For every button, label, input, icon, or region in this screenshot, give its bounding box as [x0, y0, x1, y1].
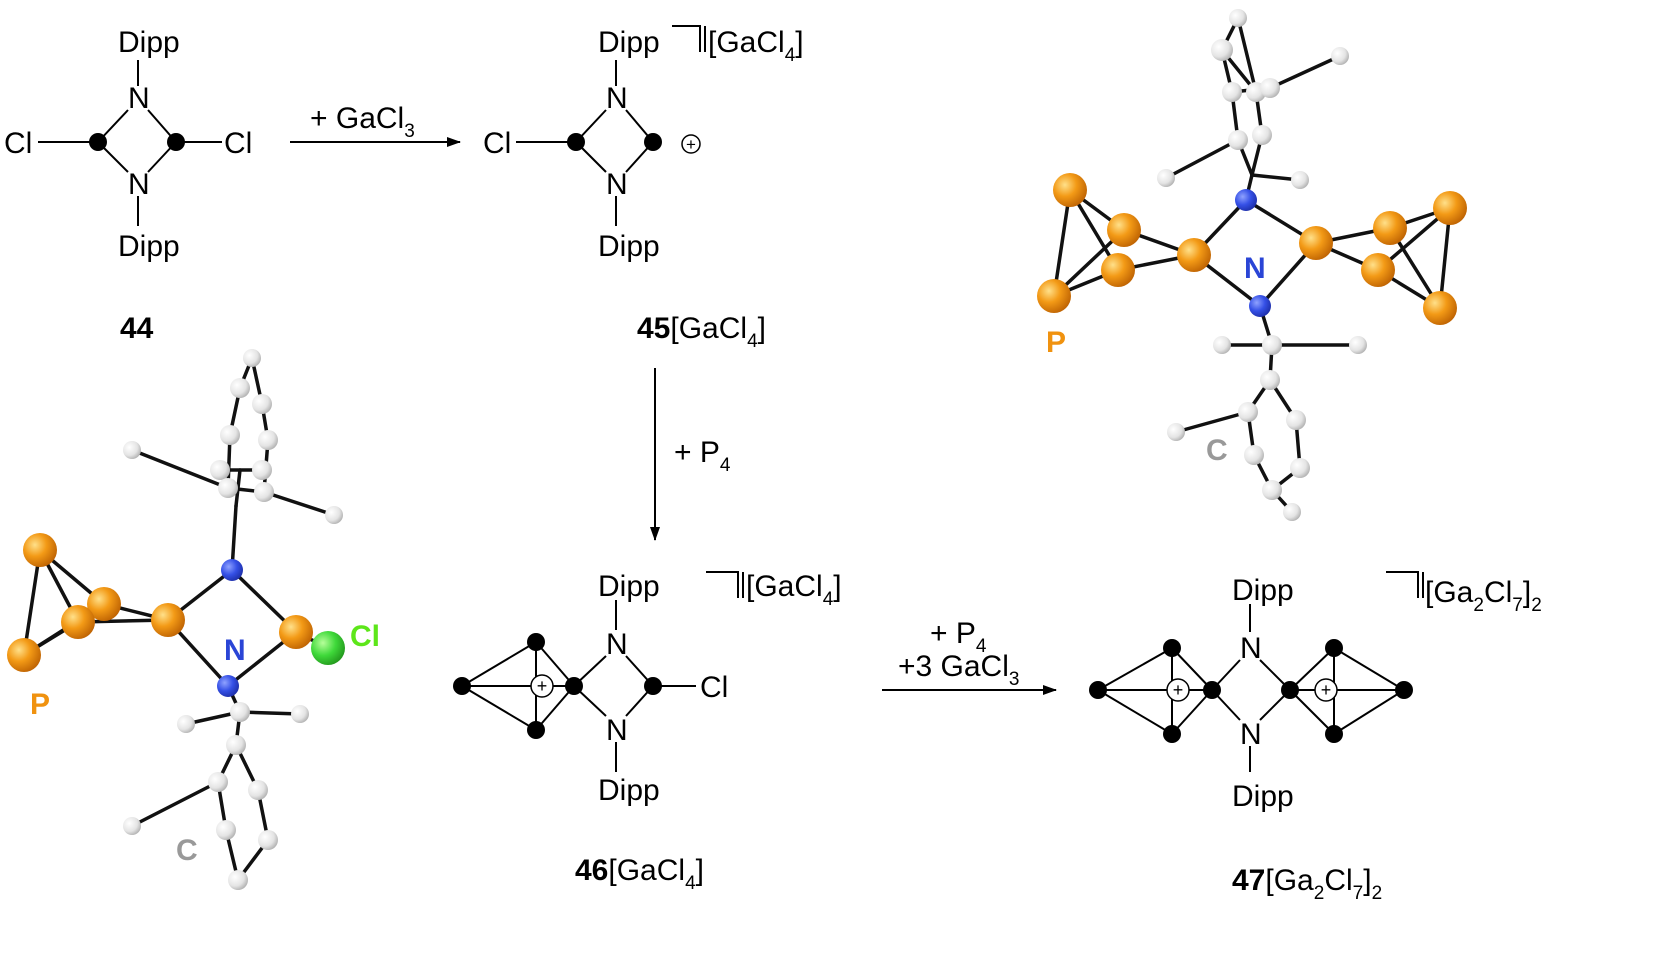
carbon-atom: [167, 133, 185, 151]
nitrogen-element-label: N: [224, 634, 246, 667]
chlorine-label: Cl: [224, 127, 252, 160]
svg-text:+: +: [1321, 680, 1332, 700]
nitrogen-atoms: [217, 559, 243, 697]
reaction-arrow-1: + GaCl3: [290, 102, 461, 147]
compound-45-label: 45[GaCl4]: [637, 312, 766, 352]
crystal-structure-top-right: N P C: [1037, 9, 1467, 521]
svg-text:+: +: [1173, 680, 1184, 700]
counterion-label: [Ga2Cl7]2: [1425, 576, 1542, 616]
cation-charge-icon: [681, 134, 701, 154]
chlorine-label: Cl: [4, 127, 32, 160]
phosphorus-element-label: P: [30, 688, 50, 721]
phosphorus-atoms: [7, 533, 313, 672]
reagent-label: + GaCl3: [310, 102, 415, 142]
phosphorus-atoms: [1037, 173, 1467, 325]
dipp-label: Dipp: [118, 230, 180, 263]
compound-46-label: 46[GaCl4]: [575, 854, 704, 894]
chlorine-atom: [311, 631, 345, 665]
svg-text:Cl: Cl: [483, 127, 511, 160]
carbon-element-label: C: [1206, 434, 1228, 467]
svg-text:N: N: [606, 628, 628, 661]
dipp-label: Dipp: [598, 774, 660, 807]
nitrogen-label: N: [128, 168, 150, 201]
reaction-arrow-2: + P4: [650, 368, 731, 541]
svg-text:N: N: [1240, 718, 1262, 751]
compound-46-structure: + Dipp N N Dipp Cl [GaCl4] 46[GaCl4]: [453, 570, 842, 894]
svg-text:N: N: [606, 82, 628, 115]
nitrogen-element-label: N: [1244, 252, 1266, 285]
reagent-label: + P4: [674, 436, 731, 476]
reagent-label: +3 GaCl3: [898, 650, 1019, 690]
cation-charge-icon: [530, 674, 554, 698]
carbon-atoms: [1157, 9, 1367, 521]
carbon-element-label: C: [176, 834, 198, 867]
compound-45-structure: + Dipp N N Dipp Cl [GaCl4] 45[GaCl4]: [483, 25, 804, 352]
nitrogen-atoms: [1235, 189, 1271, 317]
nitrogen-label: N: [128, 82, 150, 115]
chlorine-element-label: Cl: [350, 620, 380, 653]
counterion-label: [GaCl4]: [746, 570, 842, 610]
compound-47-label: 47[Ga2Cl7]2: [1232, 864, 1382, 904]
cation-charge-icon: [1314, 678, 1338, 702]
dipp-label: Dipp: [1232, 574, 1294, 607]
dipp-label: Dipp: [598, 26, 660, 59]
svg-text:N: N: [606, 714, 628, 747]
carbon-atom: [89, 133, 107, 151]
counterion-label: [GaCl4]: [708, 26, 804, 66]
cation-charge-icon: [1166, 678, 1190, 702]
crystal-structure-bottom-left: N Cl P C: [7, 349, 380, 890]
svg-text:N: N: [1240, 632, 1262, 665]
svg-text:N: N: [606, 168, 628, 201]
compound-47-structure: + + Dipp N N Dipp [Ga2Cl7]2 47[Ga2Cl7]2: [1089, 571, 1542, 904]
svg-text:+: +: [686, 135, 696, 154]
reagent-label: + P4: [930, 617, 987, 657]
svg-text:+: +: [537, 676, 548, 696]
svg-text:Cl: Cl: [700, 671, 728, 704]
carbon-atoms: [123, 349, 343, 890]
reaction-arrow-3: + P4 +3 GaCl3: [882, 617, 1057, 695]
dipp-label: Dipp: [598, 570, 660, 603]
dipp-label: Dipp: [1232, 780, 1294, 813]
phosphorus-element-label: P: [1046, 326, 1066, 359]
dipp-label: Dipp: [118, 26, 180, 59]
dipp-label: Dipp: [598, 230, 660, 263]
compound-44-structure: Dipp N N Dipp Cl Cl 44: [4, 26, 252, 345]
compound-44-number: 44: [120, 312, 154, 345]
